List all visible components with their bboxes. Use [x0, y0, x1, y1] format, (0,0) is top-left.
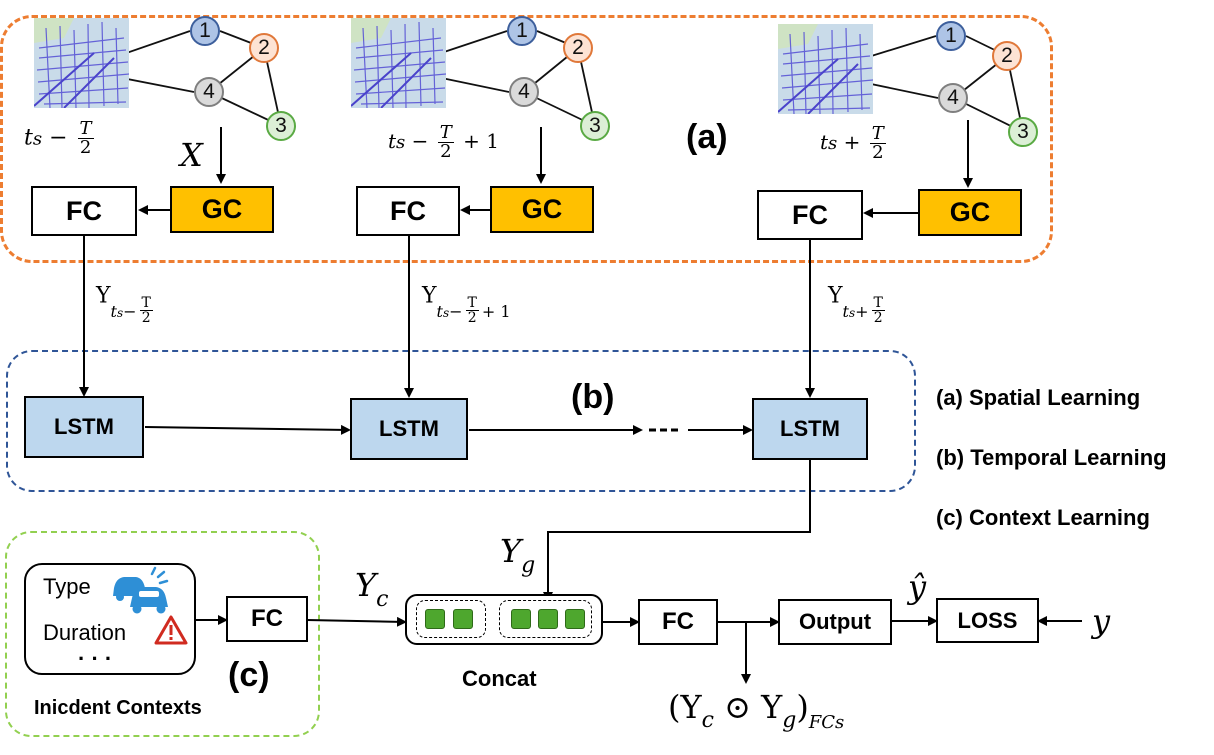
graph-node-2: 2	[563, 33, 593, 63]
concat-feature-square	[425, 609, 445, 629]
graph-node-1: 1	[507, 16, 537, 46]
concat-feature-square	[511, 609, 531, 629]
graph-node-3: 3	[1008, 117, 1038, 147]
warning-icon	[154, 615, 188, 645]
graph-node-4: 4	[194, 77, 224, 107]
graph-node-3: 3	[580, 111, 610, 141]
concat-context-group	[416, 600, 486, 638]
legend-context: (c) Context Learning	[936, 505, 1150, 530]
road-map-icon	[351, 18, 446, 108]
gc-block-2: GC	[490, 186, 594, 233]
graph-node-1: 1	[190, 16, 220, 46]
gc-block-1: GC	[170, 186, 274, 233]
graph-node-2: 2	[992, 41, 1022, 71]
incident-contexts-caption: Inicdent Contexts	[34, 697, 202, 719]
car-crash-icon	[113, 566, 169, 614]
road-map-icon	[778, 24, 873, 114]
graph-node-1: 1	[936, 21, 966, 51]
fc-block-1: FC	[31, 186, 137, 236]
lstm-block-2: LSTM	[350, 398, 468, 460]
legend-temporal: (b) Temporal Learning	[936, 445, 1167, 470]
temporal-learning-region	[6, 350, 916, 492]
context-duration-label: Duration	[43, 620, 127, 645]
fc-block-3: FC	[757, 190, 863, 240]
fc-block-context: FC	[226, 596, 308, 642]
loss-block: LOSS	[936, 598, 1039, 643]
graph-node-3: 3	[266, 111, 296, 141]
gc-block-3: GC	[918, 189, 1022, 236]
spatial-region-label: (a)	[686, 118, 728, 156]
concat-feature-square	[453, 609, 473, 629]
yc-label: Yc	[355, 566, 389, 612]
concat-graph-group	[499, 600, 592, 638]
fc-block-2: FC	[356, 186, 460, 236]
context-region-label: (c)	[228, 656, 270, 694]
lstm-block-3: LSTM	[752, 398, 868, 460]
prediction-label: ŷ	[908, 568, 927, 606]
graph-node-4: 4	[509, 77, 539, 107]
graph-node-2: 2	[249, 33, 279, 63]
fc-block-final: FC	[638, 599, 718, 645]
road-map-icon	[34, 18, 129, 108]
concat-label: Concat	[462, 666, 537, 691]
context-more-label: · · ·	[78, 646, 113, 671]
lstm-block-1: LSTM	[24, 396, 144, 458]
yg-label: Yg	[500, 532, 536, 578]
concat-feature-square	[538, 609, 558, 629]
concat-feature-square	[565, 609, 585, 629]
output-block: Output	[778, 599, 892, 645]
target-label: y	[1092, 602, 1111, 640]
input-x-label: X	[180, 136, 203, 174]
context-type-label: Type	[43, 574, 91, 599]
legend-spatial: (a) Spatial Learning	[936, 385, 1141, 410]
context-learning-region	[5, 531, 320, 737]
fcs-product-label: (Yc ⊙ Yg)FCs	[668, 688, 845, 733]
temporal-region-label: (b)	[571, 378, 615, 416]
graph-node-4: 4	[938, 83, 968, 113]
